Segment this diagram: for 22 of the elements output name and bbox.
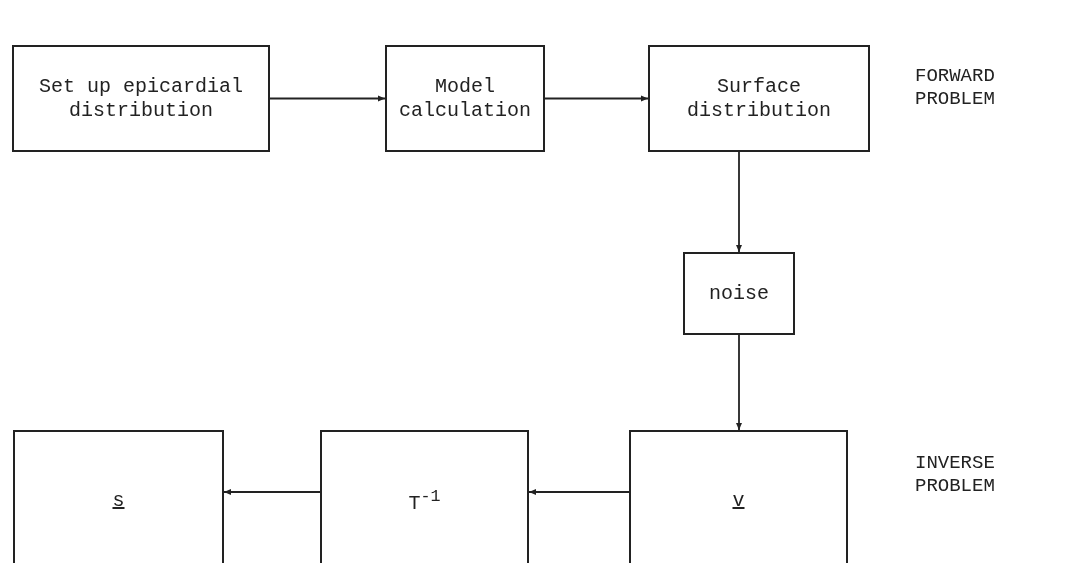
process-box	[13, 430, 224, 563]
box-label: Surface distribution	[686, 74, 832, 123]
process-box	[629, 430, 848, 563]
arrow	[736, 334, 742, 431]
process-box	[683, 252, 795, 335]
arrow	[544, 95, 649, 102]
box-label: noise	[709, 281, 769, 306]
section-label: INVERSE PROBLEM	[915, 452, 996, 498]
process-box	[320, 430, 529, 563]
process-box	[385, 45, 545, 152]
process-box	[12, 45, 270, 152]
box-label: s	[112, 489, 125, 513]
process-box	[648, 45, 870, 152]
box-label: Model calculation	[398, 74, 532, 123]
arrow	[736, 151, 742, 253]
arrow	[223, 489, 321, 495]
section-label: FORWARD PROBLEM	[915, 65, 996, 111]
box-label: v	[732, 489, 745, 513]
arrow	[269, 95, 386, 102]
box-label: Set up epicardial distribution	[37, 74, 244, 123]
arrow	[528, 489, 630, 495]
box-label: T$^{-1}$	[408, 486, 441, 516]
